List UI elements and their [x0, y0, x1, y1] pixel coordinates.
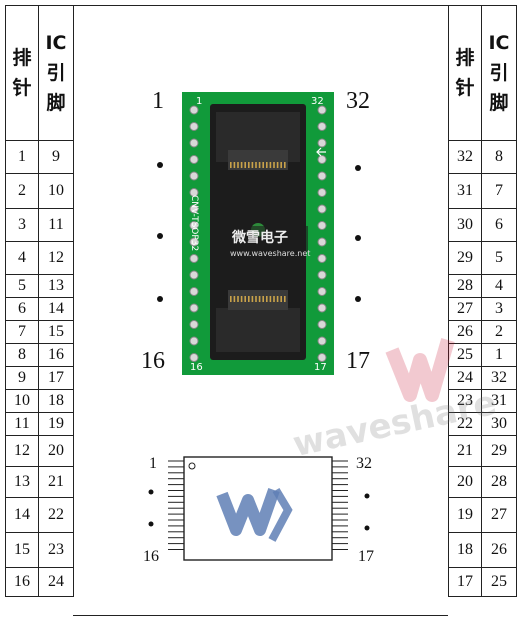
- ic-pin-cell: 19: [38, 412, 74, 436]
- header-pins: [189, 105, 327, 362]
- ic-pin-cell: 13: [38, 274, 74, 298]
- pcb-pin16-label: 16: [190, 362, 203, 373]
- header-pin-cell: 30: [448, 208, 482, 242]
- header-pin-cell: 15: [5, 532, 39, 568]
- header-pin-cell: 9: [5, 366, 39, 390]
- ic-pin-cell: 8: [481, 140, 517, 174]
- header-pin-cell: 17: [448, 567, 482, 597]
- ic-pin-cell: 5: [481, 241, 517, 275]
- ic-pin-cell: 26: [481, 532, 517, 568]
- pcb-pin1-label: 1: [196, 96, 202, 107]
- waveshare-logo-icon: [216, 487, 293, 542]
- ic-pin-cell: 9: [38, 140, 74, 174]
- header-pin-cell: 18: [448, 532, 482, 568]
- ic-pin-cell: 23: [38, 532, 74, 568]
- chip-label-pin16: 16: [143, 548, 159, 565]
- arrow-icon: [316, 147, 326, 157]
- ic-pin-cell: 22: [38, 497, 74, 533]
- header-pin-cell: 25: [448, 343, 482, 367]
- ic-pin-cell: 18: [38, 389, 74, 413]
- ic-pin-cell: 7: [481, 173, 517, 209]
- brand-label: 微雪电子: [231, 229, 288, 246]
- ic-pin-cell: 24: [38, 567, 74, 597]
- header-pin-header: 排针: [5, 5, 39, 141]
- board-label-pin16: 16: [141, 348, 165, 374]
- header-pin-cell: 27: [448, 297, 482, 321]
- center-panel: [73, 5, 448, 616]
- pcb-pin32-label: 32: [311, 96, 324, 107]
- header-pin-cell: 29: [448, 241, 482, 275]
- tsop-chip-diagram: [148, 456, 370, 561]
- header-pin-cell: 12: [5, 435, 39, 467]
- ic-pin-cell: 27: [481, 497, 517, 533]
- ic-pin-cell: 10: [38, 173, 74, 209]
- svg-text:waveshare: waveshare: [289, 383, 500, 465]
- ic-pin-cell: 15: [38, 320, 74, 344]
- header-pin-cell: 6: [5, 297, 39, 321]
- header-ic-pin: IC引脚: [481, 5, 517, 141]
- chip-label-pin1: 1: [149, 455, 157, 472]
- ic-pin-cell: 12: [38, 241, 74, 275]
- ic-pin-cell: 31: [481, 389, 517, 413]
- header-pin-header: 排针: [448, 5, 482, 141]
- header-pin-cell: 14: [5, 497, 39, 533]
- header-pin-cell: 2: [5, 173, 39, 209]
- board-label-pin32: 32: [346, 88, 370, 114]
- header-pin-cell: 7: [5, 320, 39, 344]
- ic-pin-cell: 2: [481, 320, 517, 344]
- chip-label-pin17: 17: [358, 548, 374, 565]
- ic-pin-cell: 29: [481, 435, 517, 467]
- silk-label: CNV-TSOP32: [189, 195, 199, 251]
- ic-pin-cell: 25: [481, 567, 517, 597]
- board-label-pin1: 1: [152, 88, 164, 114]
- ic-pin-cell: 16: [38, 343, 74, 367]
- ellipsis-dots: [157, 162, 361, 302]
- header-pin-cell: 21: [448, 435, 482, 467]
- board-label-pin17: 17: [346, 348, 370, 374]
- header-pin-cell: 24: [448, 366, 482, 390]
- chip-label-pin32: 32: [356, 455, 372, 472]
- url-label: www.waveshare.net: [230, 249, 310, 258]
- ic-pin-cell: 30: [481, 412, 517, 436]
- header-ic-pin: IC引脚: [38, 5, 74, 141]
- header-pin-cell: 11: [5, 412, 39, 436]
- pcb-pin17-label: 17: [314, 362, 327, 373]
- ic-pin-cell: 1: [481, 343, 517, 367]
- header-pin-cell: 4: [5, 241, 39, 275]
- header-pin-cell: 31: [448, 173, 482, 209]
- ic-pin-cell: 11: [38, 208, 74, 242]
- header-pin-cell: 8: [5, 343, 39, 367]
